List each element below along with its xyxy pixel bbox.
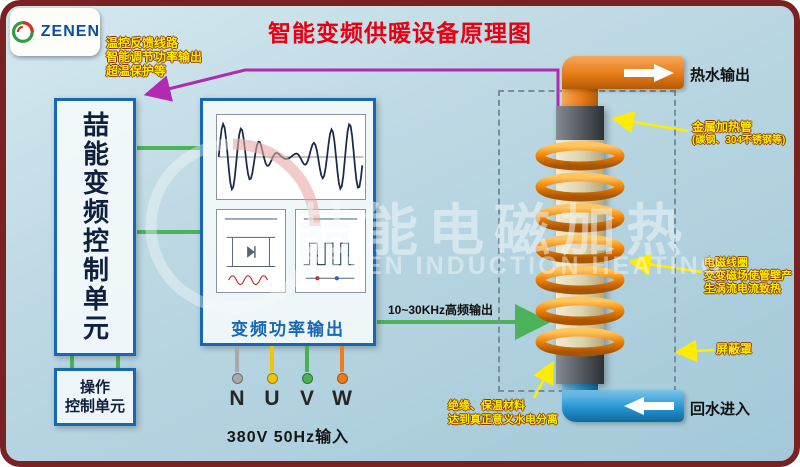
feedback-note: 温控反馈线路 智能调节功率输出 超温保护等 [106,36,202,78]
terminal-letter: W [332,387,352,410]
return-water-input-label: 回水进入 [690,401,751,418]
coil-callout: 电磁线圈 交变磁场使管壁产 生涡流电流致热 [704,257,792,296]
coil-callout-line: 生涡流电流致热 [704,283,781,295]
metal-tube-callout: 金属加热管 (碳钢、304不锈钢等) [692,120,785,148]
induction-coil [535,141,625,357]
control-unit-label: 喆能变频控制单元 [79,111,110,343]
sine-wave-graphic [217,121,364,192]
insulation-callout-line: 绝缘、保温材料 [448,400,525,412]
metal-tube-callout-line: (碳钢、304不锈钢等) [692,135,786,146]
circuit-diagram-panel-right [295,209,366,293]
hf-output-label: 10~30KHz高频输出 [388,303,494,317]
waveform-panel [216,114,366,200]
terminal-u: U [259,346,285,411]
terminal-letter: V [299,387,314,410]
insulation-callout-line: 达到真正意义水电分离 [448,414,558,426]
terminal-wire [235,346,239,372]
shield-callout-line: 屏蔽罩 [716,342,753,356]
terminal-wire [340,346,344,372]
flow-arrow-right-icon [624,63,674,82]
operation-unit-line: 控制单元 [64,398,125,415]
coil-callout-line: 电磁线圈 [704,257,748,269]
terminal-letter: N [229,387,245,410]
hot-water-output-label: 热水输出 [690,67,751,84]
tube-top-cap [556,106,604,140]
feedback-note-line: 超温保护等 [106,64,167,78]
coil-callout-line: 交变磁场使管壁产 [704,270,792,282]
power-input-label: 380V 50Hz输入 [226,429,350,446]
inverter-power-box: 变频功率输出 [200,98,376,346]
zenen-logo-text: ZENEN [40,23,100,40]
operation-unit-box: 操作 控制单元 [54,368,136,426]
feedback-note-line: 温控反馈线路 [106,36,179,50]
terminal-wire [270,346,274,372]
terminal-dot [266,373,278,384]
operation-unit-line: 操作 [79,379,110,396]
page-title: 智能变频供暖设备原理图 [268,20,532,46]
terminal-wire [305,346,309,372]
terminal-dot [301,373,313,384]
feedback-note-line: 智能调节功率输出 [106,50,203,64]
metal-tube-callout-line: 金属加热管 [692,120,753,134]
terminal-dot [231,373,243,384]
terminal-v: V [294,346,320,411]
terminal-letter: U [264,387,280,410]
inverter-output-label: 变频功率输出 [231,320,345,339]
return-water-pipe-horizontal [562,390,684,422]
zenen-logo-icon [11,21,34,43]
arrow-insulation-label [532,360,554,399]
zenen-logo: ZENEN [10,8,100,56]
flow-arrow-left-icon [624,397,674,415]
terminal-w: W [329,346,355,411]
hot-water-pipe-horizontal [562,56,684,89]
shield-callout: 屏蔽罩 [716,342,752,356]
inverter-control-unit-box: 喆能变频控制单元 [54,98,136,356]
terminal-n: N [224,346,250,411]
circuit-diagram-panel-left [216,209,286,293]
arrow-shield-label [674,339,715,363]
terminal-dot [336,373,348,384]
arrow-coil-label [628,253,703,276]
insulation-callout: 绝缘、保温材料 达到真正意义水电分离 [448,399,558,427]
circuit-sketch-right [303,217,358,281]
circuit-sketch-left [224,217,278,286]
